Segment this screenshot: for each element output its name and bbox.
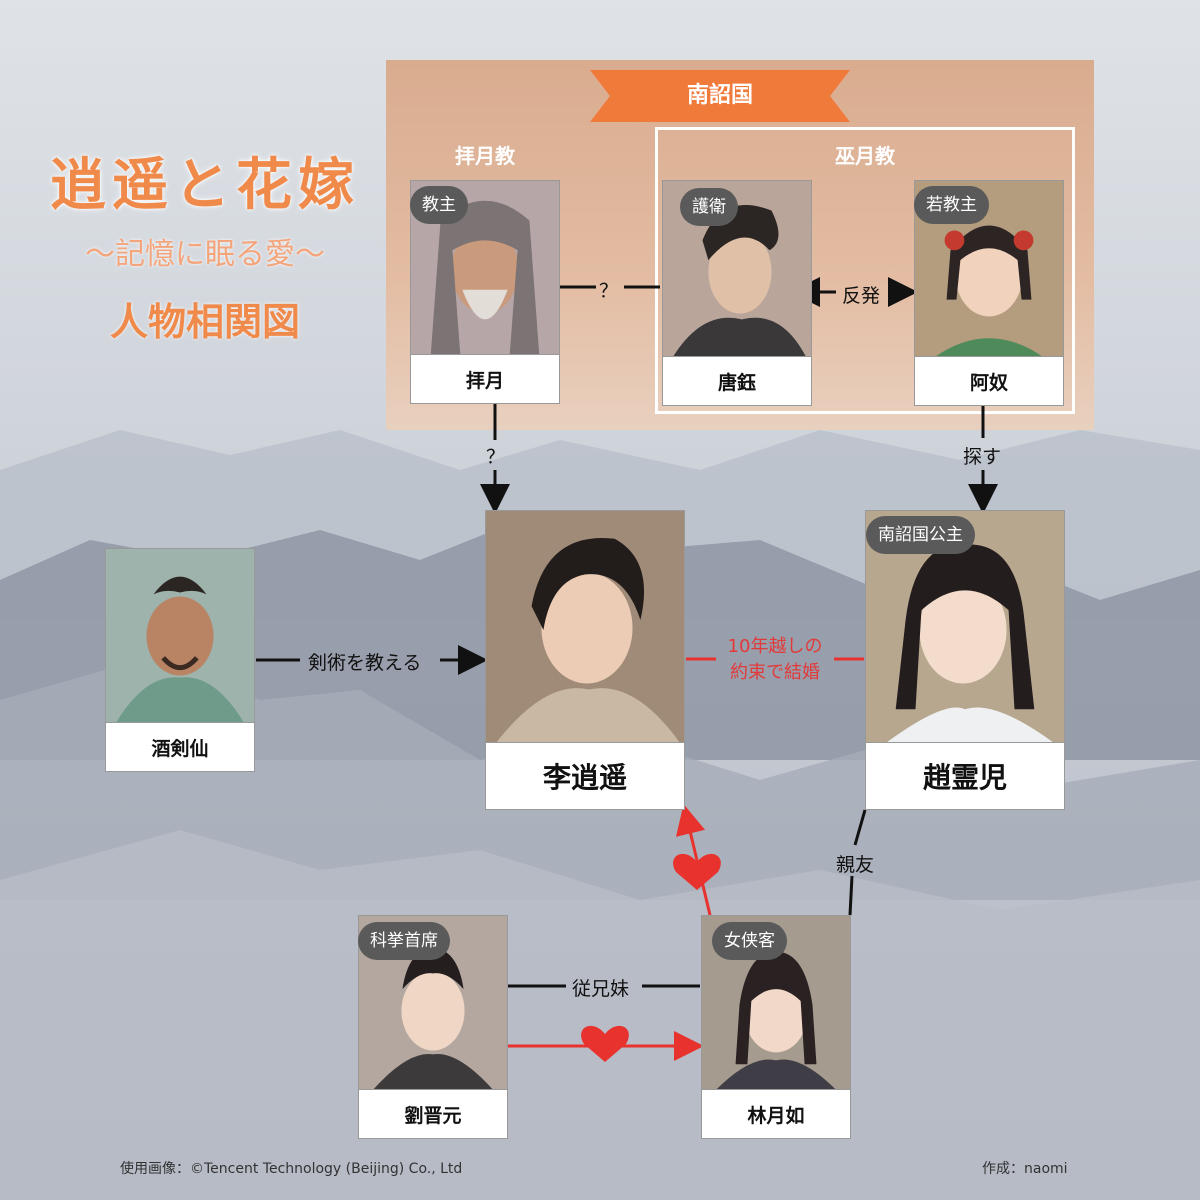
image-credit: 使用画像：©Tencent Technology (Beijing) Co., … bbox=[120, 1161, 463, 1177]
card-lixiaoyao: 李逍遥 bbox=[485, 510, 685, 810]
relation-zhao-lin: 親友 bbox=[836, 854, 875, 876]
relation-li-zhao-line1: 10年越しの bbox=[727, 636, 823, 657]
card-zhaolinger: 趙霊児 bbox=[865, 510, 1065, 810]
relation-baiyue-tangyu: ？ bbox=[599, 280, 619, 302]
relation-tangyu-anu: 反発 bbox=[842, 285, 881, 307]
name-jiujian: 酒剣仙 bbox=[106, 722, 254, 771]
role-linyueru: 女侠客 bbox=[712, 922, 787, 960]
diagram-title: 人物相関図 bbox=[109, 300, 300, 344]
role-anu: 若教主 bbox=[914, 186, 989, 224]
group-label-wuyue: 巫月教 bbox=[835, 144, 895, 168]
name-zhaolinger: 趙霊児 bbox=[866, 742, 1064, 809]
portrait-lixiaoyao bbox=[486, 511, 684, 743]
name-tangyu: 唐鈺 bbox=[663, 356, 811, 405]
role-zhaolinger: 南詔国公主 bbox=[866, 516, 975, 554]
portrait-jiujian bbox=[106, 549, 254, 723]
title-block: 逍遥と花嫁 〜記憶に眠る愛〜 人物相関図 bbox=[20, 140, 390, 346]
region-banner: 南詔国 bbox=[590, 70, 850, 122]
name-baiyue: 拝月 bbox=[411, 354, 559, 403]
wuyue-group-box bbox=[655, 127, 1075, 414]
name-liujinyuan: 劉晋元 bbox=[359, 1089, 507, 1138]
ribbon-icon bbox=[590, 70, 850, 122]
card-jiujian: 酒剣仙 bbox=[105, 548, 255, 772]
card-liujinyuan: 劉晋元 bbox=[358, 915, 508, 1139]
relation-li-zhao: 10年越しの 約束で結婚 bbox=[716, 634, 834, 686]
name-lixiaoyao: 李逍遥 bbox=[486, 742, 684, 809]
drama-title: 逍遥と花嫁 bbox=[50, 152, 360, 218]
region-name: 南詔国 bbox=[686, 83, 753, 108]
role-tangyu: 護衛 bbox=[680, 188, 738, 226]
role-baiyue: 教主 bbox=[410, 186, 468, 224]
role-liujinyuan: 科挙首席 bbox=[358, 922, 450, 960]
author-credit: 作成：naomi bbox=[982, 1161, 1068, 1177]
relation-baiyue-li: ？ bbox=[486, 446, 506, 468]
drama-subtitle: 〜記憶に眠る愛〜 bbox=[85, 237, 325, 272]
relation-jiujian-li: 剣術を教える bbox=[308, 652, 422, 674]
name-anu: 阿奴 bbox=[915, 356, 1063, 405]
name-linyueru: 林月如 bbox=[702, 1089, 850, 1138]
relation-anu-zhao: 探す bbox=[963, 446, 1002, 468]
relation-liu-lin: 従兄妹 bbox=[572, 978, 630, 1000]
relation-li-zhao-line2: 約束で結婚 bbox=[730, 662, 820, 683]
group-label-baiyue: 拝月教 bbox=[455, 144, 515, 168]
